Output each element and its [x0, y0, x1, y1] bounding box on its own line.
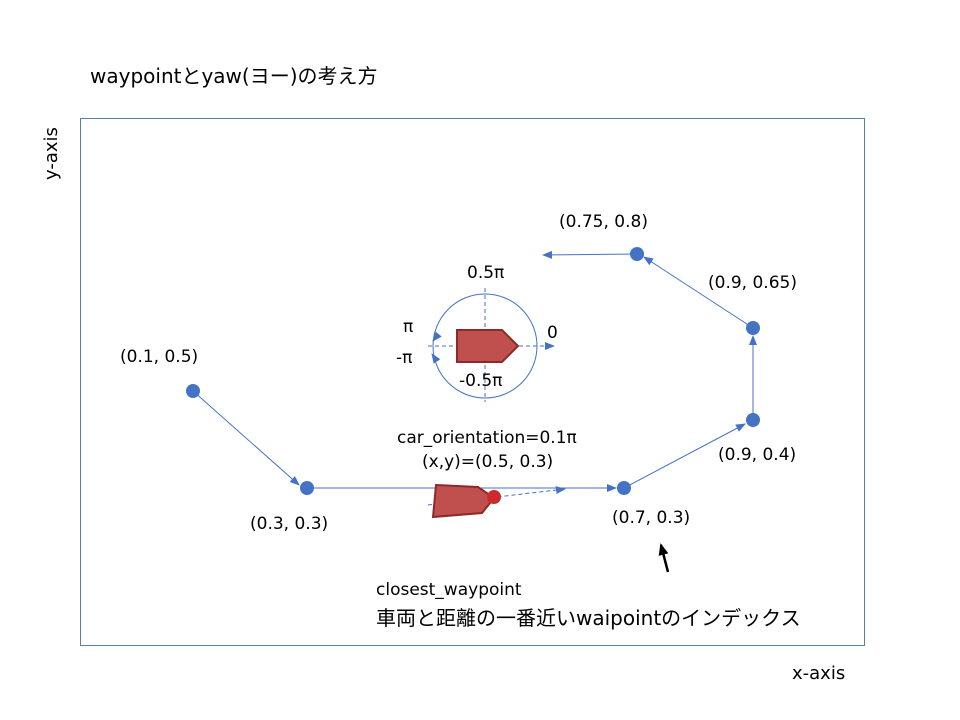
car-orientation-label: car_orientation=0.1π — [397, 428, 577, 448]
yaw-legend-upper-arc — [432, 331, 442, 342]
diagram-title: waypointとyaw(ヨー)の考え方 — [90, 64, 378, 88]
yaw-label-right: 0 — [547, 323, 558, 343]
path-arrow-6 — [542, 250, 638, 259]
closest-waypoint-pointer-arrow — [658, 543, 670, 573]
waypoint-dot-1 — [186, 384, 200, 398]
car-position-dot — [487, 490, 501, 504]
yaw-label-top: 0.5π — [467, 263, 504, 283]
plot-frame — [80, 118, 865, 646]
waypoint-label-2: (0.3, 0.3) — [250, 514, 328, 534]
waypoint-dot-2 — [300, 481, 314, 495]
waypoint-label-1: (0.1, 0.5) — [120, 347, 198, 367]
yaw-label-left-lower: -π — [396, 348, 412, 368]
waypoint-label-3: (0.7, 0.3) — [612, 508, 690, 528]
path-arrow-3 — [623, 423, 746, 489]
yaw-label-left-upper: π — [403, 317, 413, 337]
closest-waypoint-name: closest_waypoint — [376, 580, 522, 600]
waypoint-dot-3 — [617, 481, 631, 495]
waypoint-dot-4 — [746, 413, 760, 427]
yaw-legend-lower-arc — [431, 353, 441, 364]
waypoint-label-5: (0.9, 0.65) — [708, 273, 797, 293]
car — [427, 483, 566, 519]
x-axis-label: x-axis — [792, 663, 846, 684]
waypoint-dot-5 — [746, 321, 760, 335]
waypoint-label-4: (0.9, 0.4) — [718, 445, 796, 465]
car-position-label: (x,y)=(0.5, 0.3) — [422, 452, 554, 472]
yaw-legend: 0.5π 0 π -π -0.5π — [396, 263, 558, 402]
path-arrow-1 — [192, 390, 300, 486]
closest-waypoint-description: 車両と距離の一番近いwaipointのインデックス — [376, 606, 801, 630]
waypoint-dot-6 — [630, 247, 644, 261]
path-arrow-5 — [643, 256, 754, 329]
yaw-legend-car-shape — [456, 329, 520, 363]
yaw-label-bottom: -0.5π — [459, 371, 502, 391]
waypoint-label-6: (0.75, 0.8) — [559, 212, 648, 232]
car-shape — [431, 483, 496, 519]
